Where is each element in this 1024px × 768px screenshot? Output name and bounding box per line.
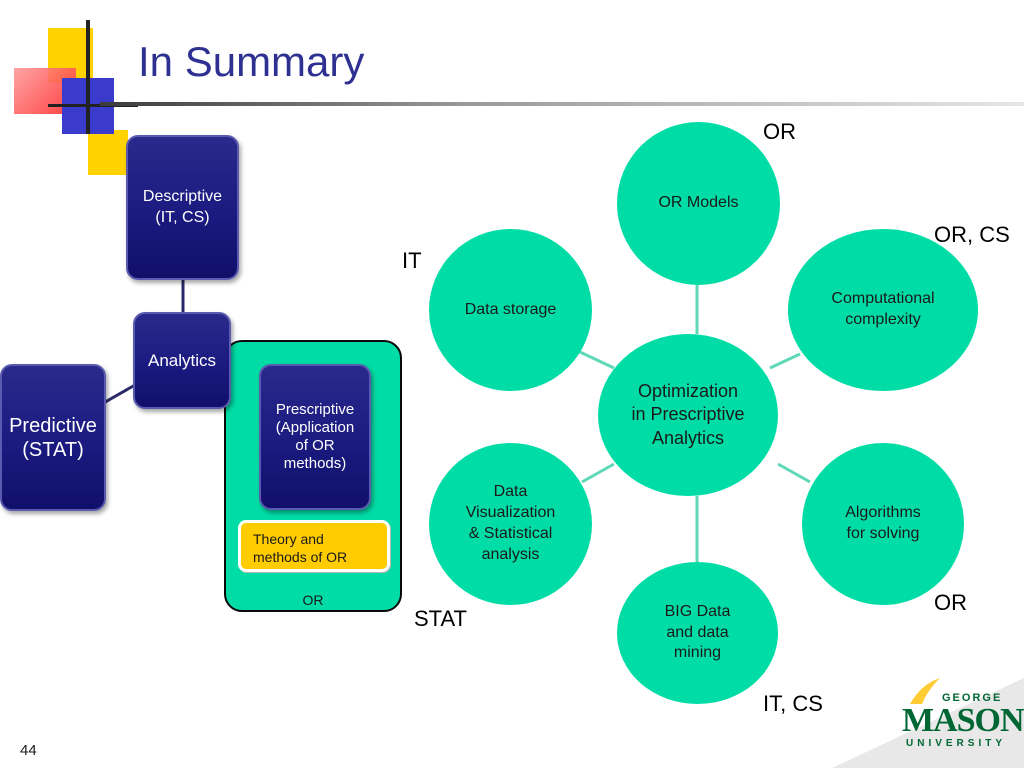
logo-mason: MASON xyxy=(902,702,1024,739)
logo-swoosh xyxy=(832,678,1024,768)
cycle-node-or-models: OR Models xyxy=(617,122,780,285)
page-number: 44 xyxy=(20,742,37,759)
corner-decoration xyxy=(0,0,140,180)
cycle-node-computational-complexity: Computational complexity xyxy=(788,229,978,391)
prescriptive-box: Prescriptive (Application of OR methods) xyxy=(259,364,371,510)
university-logo: GEORGE MASON UNIVERSITY xyxy=(832,668,1024,768)
cycle-center: Optimization in Prescriptive Analytics xyxy=(598,334,778,496)
or-group-label: OR xyxy=(302,592,324,608)
label-big-data: IT, CS xyxy=(763,691,823,716)
predictive-box: Predictive (STAT) xyxy=(0,364,106,511)
cycle-node-big-data: BIG Data and data mining xyxy=(617,562,778,704)
cycle-node-data-visualization: Data Visualization & Statistical analysi… xyxy=(429,443,592,605)
logo-george: GEORGE xyxy=(942,692,1003,704)
logo-university: UNIVERSITY xyxy=(906,738,1007,749)
label-or-models: OR xyxy=(763,119,796,144)
descriptive-box: Descriptive (IT, CS) xyxy=(126,135,239,280)
label-data-storage: IT xyxy=(402,248,422,273)
slide-title: In Summary xyxy=(138,38,365,85)
analytics-box: Analytics xyxy=(133,312,231,409)
title-rule xyxy=(100,102,1024,106)
cycle-node-data-storage: Data storage xyxy=(429,229,592,391)
cycle-node-algorithms: Algorithms for solving xyxy=(802,443,964,605)
label-data-visualization: STAT xyxy=(414,606,467,631)
label-computational: OR, CS xyxy=(934,222,1010,247)
label-algorithms: OR xyxy=(934,590,967,615)
theory-methods-box: Theory and methods of OR xyxy=(238,520,390,572)
